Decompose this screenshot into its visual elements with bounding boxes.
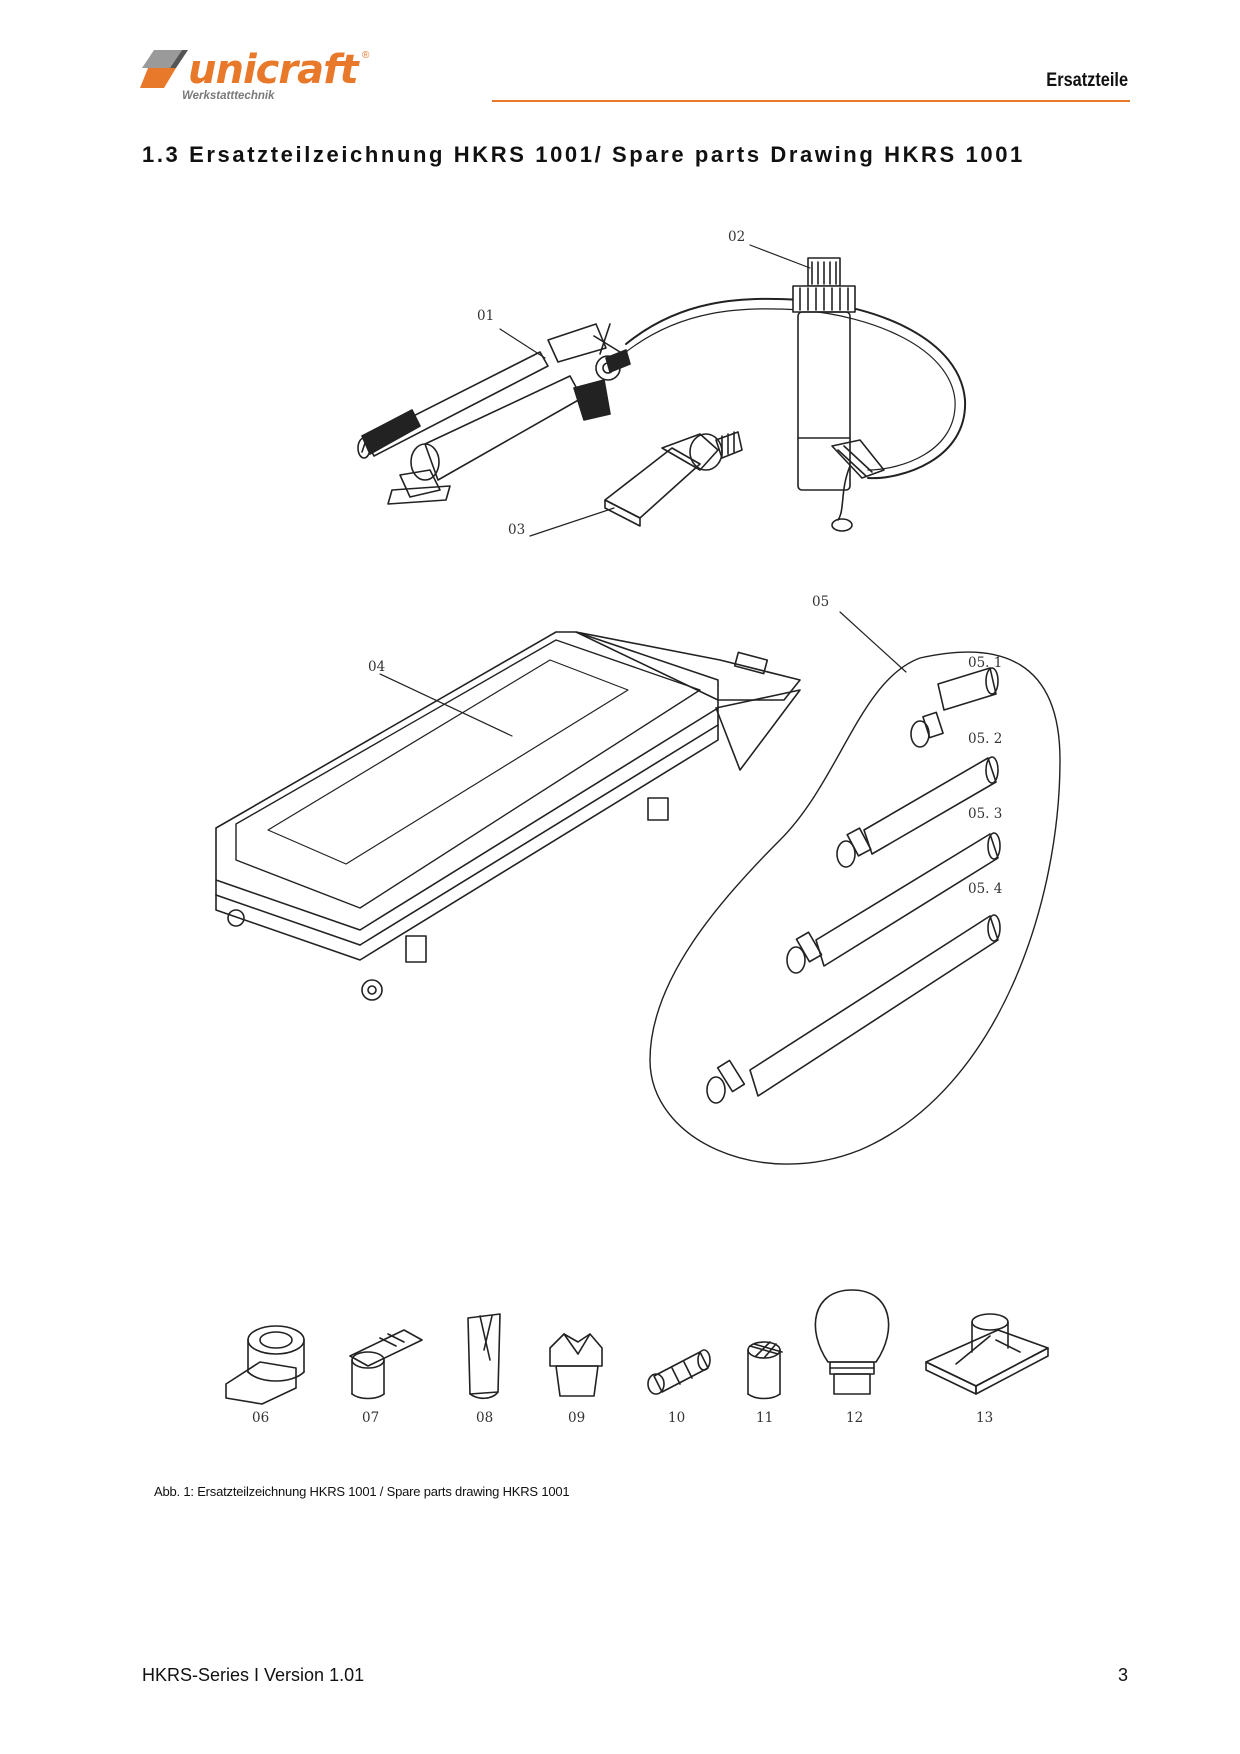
leader-02: [749, 244, 811, 269]
part-06-threaded-foot: [225, 1325, 305, 1405]
part-02-cylinder: [792, 257, 885, 532]
logo-registered-mark: ®: [362, 50, 370, 61]
figure-caption: Abb. 1: Ersatzteilzeichnung HKRS 1001 / …: [154, 1484, 570, 1499]
part-07-flat-head: [349, 1329, 423, 1400]
part-03-wedge: [604, 431, 743, 527]
part-13-base-plate: [925, 1313, 1049, 1395]
hydraulic-hose: [625, 297, 967, 480]
tube-05-4: [706, 914, 1001, 1104]
part-12-rubber-head: [814, 1289, 890, 1395]
label-09: 09: [568, 1410, 585, 1426]
label-05-4: 05. 4: [968, 881, 1002, 897]
tube-05-1: [910, 667, 999, 748]
tube-05-2: [836, 756, 999, 868]
label-04: 04: [368, 659, 385, 675]
page-title: 1.3 Ersatzteilzeichnung HKRS 1001/ Spare…: [142, 142, 1025, 167]
label-08: 08: [476, 1410, 493, 1426]
logo-tagline: Werkstatttechnik: [182, 90, 275, 102]
logo-mark-icon: [140, 50, 188, 88]
unicraft-logo: unicraft ® Werkstatttechnik: [140, 44, 385, 106]
label-03: 03: [508, 522, 525, 538]
label-05: 05: [812, 594, 829, 610]
label-10: 10: [668, 1410, 685, 1426]
leader-05: [839, 611, 907, 673]
part-09-v-head: [549, 1333, 603, 1397]
label-05-1: 05. 1: [968, 655, 1002, 671]
leader-01: [499, 328, 546, 359]
label-01: 01: [477, 308, 494, 324]
footer-page-number: 3: [1117, 1665, 1128, 1685]
part-11-grip-head: [747, 1341, 783, 1400]
label-11: 11: [756, 1410, 773, 1426]
label-05-2: 05. 2: [968, 731, 1002, 747]
label-02: 02: [728, 229, 745, 245]
leader-03: [529, 507, 615, 537]
part-05-extension-set: [649, 651, 1061, 1165]
label-05-3: 05. 3: [968, 806, 1002, 822]
part-10-connector: [647, 1349, 711, 1395]
tube-05-3: [786, 832, 1001, 974]
logo-wordmark: unicraft: [188, 47, 359, 93]
part-08-pointed-head: [467, 1313, 501, 1400]
leader-04: [379, 673, 513, 737]
header-section-label: Ersatzteile: [1046, 70, 1128, 91]
part-01-hand-pump: [357, 323, 631, 505]
label-07: 07: [362, 1410, 379, 1426]
label-06: 06: [252, 1410, 269, 1426]
label-13: 13: [976, 1410, 993, 1426]
header-divider: [492, 100, 1130, 102]
label-12: 12: [846, 1410, 863, 1426]
part-04-case: [215, 631, 801, 1001]
footer-series-version: HKRS-Series I Version 1.01: [142, 1665, 365, 1685]
